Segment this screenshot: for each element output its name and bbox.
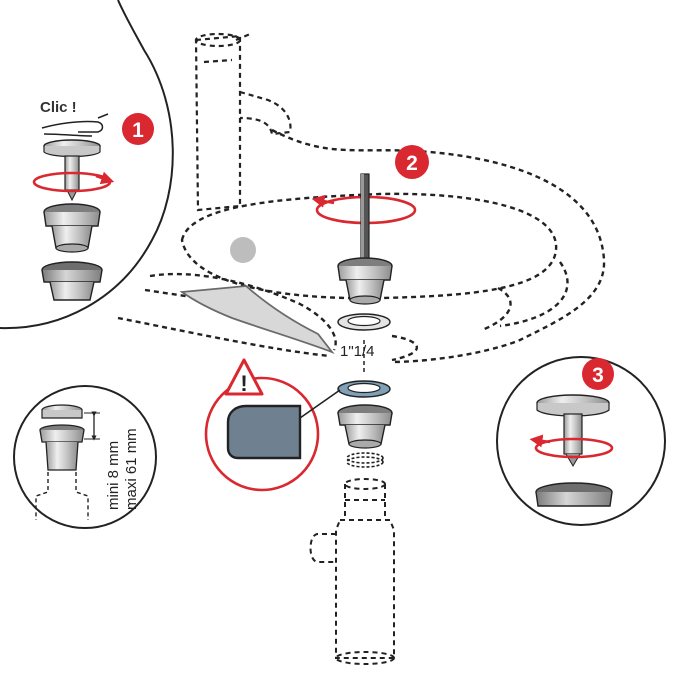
drain-body-lower — [337, 404, 393, 449]
warning-triangle-icon: ! — [224, 358, 264, 396]
gasket-ring-upper — [337, 313, 391, 331]
drain-seat-step1 — [41, 261, 103, 301]
warning-callout: ! — [204, 358, 341, 492]
svg-text:!: ! — [240, 371, 247, 396]
siphon — [309, 478, 395, 665]
step1-badge: 1 — [122, 113, 154, 145]
svg-text:2: 2 — [406, 152, 418, 175]
faucet — [194, 32, 292, 212]
drain-body-upper — [337, 257, 393, 305]
step3-badge: 3 — [582, 358, 614, 390]
svg-text:1: 1 — [132, 119, 144, 142]
step1-panel-border — [0, 0, 174, 330]
svg-text:3: 3 — [592, 364, 604, 387]
step3-panel — [496, 356, 666, 526]
hand-press-icon — [41, 113, 109, 137]
lock-nut — [346, 452, 384, 468]
overflow-hole — [230, 237, 256, 263]
sink-front-surface — [179, 285, 335, 354]
rotate-arrow-icon — [534, 437, 614, 459]
drain-body-step1 — [43, 203, 101, 253]
thread-size-label: 1"1/4 — [340, 343, 375, 360]
gasket-ring-blue — [337, 380, 391, 398]
min-height-label: mini 8 mm — [105, 441, 122, 510]
step2-badge: 2 — [395, 145, 429, 179]
height-range-panel: mini 8 mm maxi 61 mm — [13, 385, 157, 529]
max-height-label: maxi 61 mm — [123, 428, 140, 510]
click-label: Clic ! — [40, 99, 77, 116]
